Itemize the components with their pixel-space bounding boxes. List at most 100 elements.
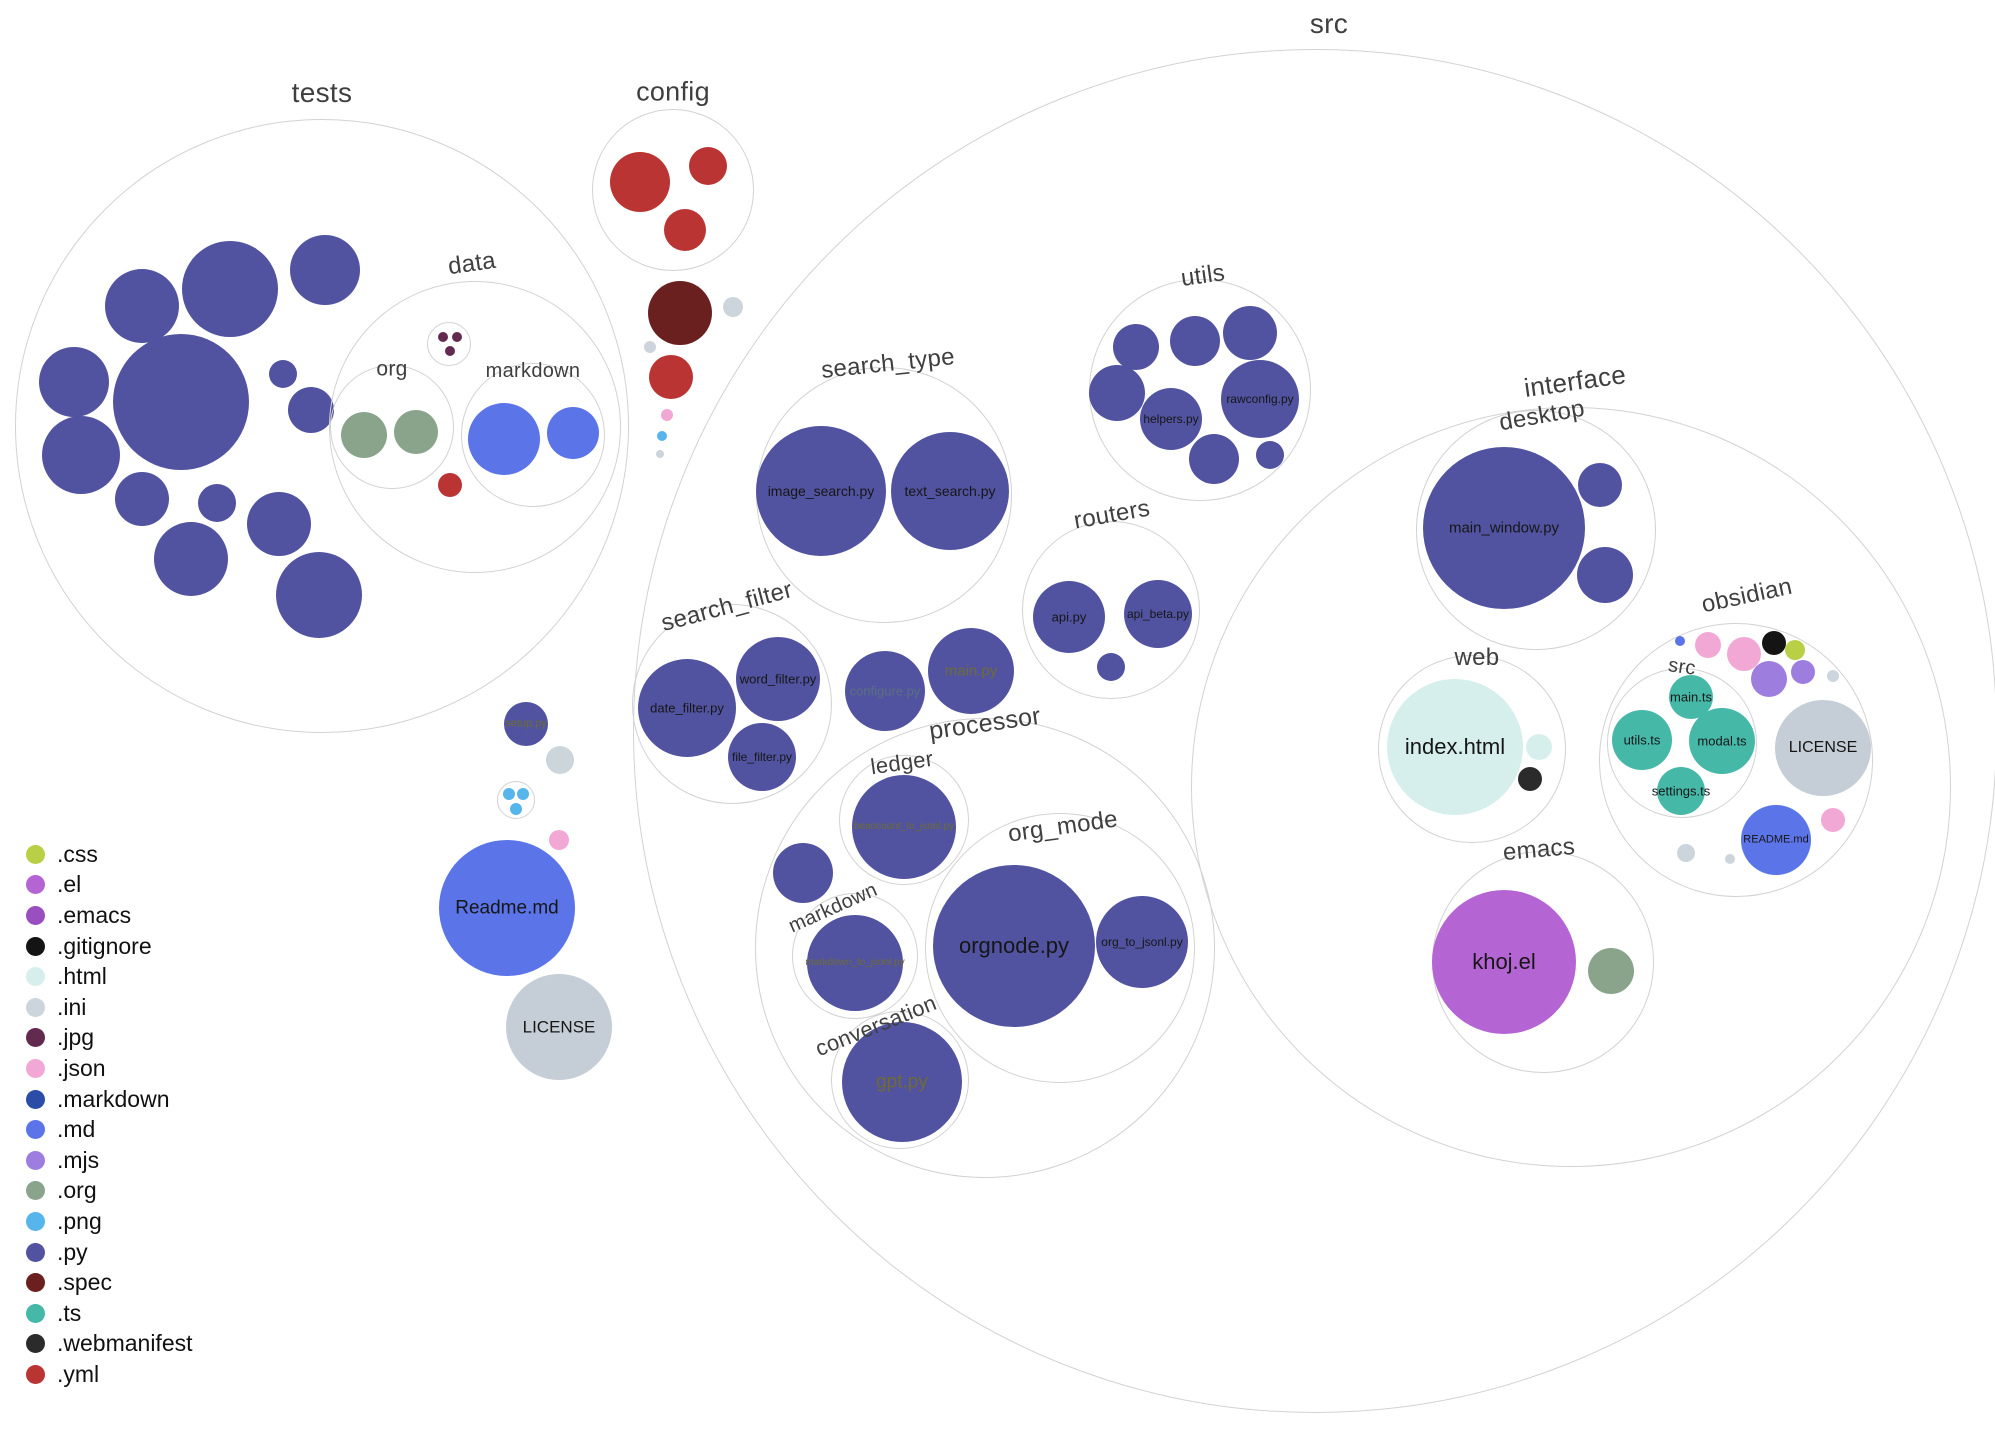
dir-obsidian-src[interactable] [1607, 668, 1757, 818]
jpg-file[interactable] [445, 346, 455, 356]
md-file[interactable] [468, 403, 540, 475]
dir-tests-data[interactable] [329, 281, 621, 573]
org-file[interactable] [1588, 948, 1634, 994]
modal-ts-file[interactable] [1689, 708, 1755, 774]
dir-interface-obsidian[interactable] [1599, 623, 1873, 897]
obsidian-readme-md-file[interactable] [1741, 805, 1811, 875]
dir-tests-data-images[interactable] [427, 322, 471, 366]
json-file[interactable] [549, 830, 569, 850]
tests-py-file[interactable] [269, 360, 297, 388]
utils-py-file[interactable] [1089, 365, 1145, 421]
dir-processor-conversation[interactable] [831, 1011, 969, 1149]
dir-src-routers[interactable] [1022, 521, 1200, 699]
routers-py-file[interactable] [1097, 653, 1125, 681]
md-file[interactable] [547, 407, 599, 459]
webmanifest-file[interactable] [1518, 767, 1542, 791]
tests-py-file[interactable] [198, 484, 236, 522]
tests-py-file[interactable] [290, 235, 360, 305]
yml-file[interactable] [649, 355, 693, 399]
yml-file[interactable] [689, 147, 727, 185]
obsidian-license-file[interactable] [1775, 700, 1871, 796]
tests-py-file[interactable] [115, 472, 169, 526]
settings-ts-file[interactable] [1657, 767, 1705, 815]
png-file[interactable] [657, 431, 667, 441]
readme-md-file[interactable] [439, 840, 575, 976]
tests-py-file[interactable] [154, 522, 228, 596]
tests-py-file[interactable] [288, 387, 334, 433]
processor-py-file[interactable] [773, 843, 833, 903]
ini-file[interactable] [723, 297, 743, 317]
jpg-file[interactable] [438, 332, 448, 342]
dir-processor-org_mode[interactable] [925, 813, 1195, 1083]
tests-py-file[interactable] [182, 241, 278, 337]
dir-tests-data-org[interactable] [330, 365, 454, 489]
main-py-file[interactable] [928, 628, 1014, 714]
utils-ts-file[interactable] [1612, 710, 1672, 770]
desktop-py-file[interactable] [1577, 547, 1633, 603]
yml-file[interactable] [438, 473, 462, 497]
ini-file[interactable] [1827, 670, 1839, 682]
ini-file[interactable] [1677, 844, 1695, 862]
desktop-py-file[interactable] [1578, 463, 1622, 507]
tests-py-file[interactable] [247, 492, 311, 556]
mjs-file[interactable] [1791, 660, 1815, 684]
utils-py-file[interactable] [1223, 306, 1277, 360]
setup-py-file[interactable] [504, 702, 548, 746]
dir-src-search_filter[interactable] [632, 604, 832, 804]
api-beta-py-file[interactable] [1124, 580, 1192, 648]
md-file[interactable] [1675, 636, 1685, 646]
utils-py-file[interactable] [1189, 434, 1239, 484]
html-file[interactable] [1526, 734, 1552, 760]
png-file[interactable] [510, 803, 522, 815]
utils-py-file[interactable] [1256, 441, 1284, 469]
dir-src[interactable] [633, 49, 1995, 1413]
dir-tests-data-markdown[interactable] [461, 363, 605, 507]
gitignore-file[interactable] [1762, 631, 1786, 655]
utils-py-file[interactable] [1113, 324, 1159, 370]
tests-py-file[interactable] [39, 347, 109, 417]
dir-interface-desktop[interactable] [1416, 410, 1656, 650]
orgnode-py-file[interactable] [933, 865, 1095, 1027]
utils-py-file[interactable] [1170, 316, 1220, 366]
ini-file[interactable] [546, 746, 574, 774]
dir-src-interface[interactable] [1191, 407, 1951, 1167]
license-file[interactable] [506, 974, 612, 1080]
dir-processor-markdown[interactable] [792, 893, 918, 1019]
index-html-file[interactable] [1387, 679, 1523, 815]
tests-py-file[interactable] [113, 334, 249, 470]
text-search-py-file[interactable] [891, 432, 1009, 550]
jpg-file[interactable] [452, 332, 462, 342]
api-py-file[interactable] [1033, 581, 1105, 653]
tests-py-file[interactable] [105, 269, 179, 343]
spec-file[interactable] [648, 281, 712, 345]
date-filter-py-file[interactable] [638, 659, 736, 757]
org-file[interactable] [341, 412, 387, 458]
file-filter-py-file[interactable] [728, 723, 796, 791]
tests-py-file[interactable] [42, 416, 120, 494]
org-file[interactable] [394, 410, 438, 454]
dir-src-processor[interactable] [755, 718, 1215, 1178]
org-to-jsonl-py-file[interactable] [1096, 896, 1188, 988]
png-file[interactable] [517, 788, 529, 800]
json-file[interactable] [1695, 632, 1721, 658]
gpt-py-file[interactable] [842, 1022, 962, 1142]
dir-interface-web[interactable] [1378, 655, 1566, 843]
dir-root-images[interactable] [497, 781, 535, 819]
beancount-to-jsonl-py-file[interactable] [852, 775, 956, 879]
tests-py-file[interactable] [276, 552, 362, 638]
png-file[interactable] [503, 788, 515, 800]
markdown-to-jsonl-py-file[interactable] [807, 915, 903, 1011]
ini-file[interactable] [644, 341, 656, 353]
yml-file[interactable] [664, 209, 706, 251]
json-file[interactable] [1821, 808, 1845, 832]
css-file[interactable] [1785, 640, 1805, 660]
helpers-py-file[interactable] [1140, 388, 1202, 450]
yml-file[interactable] [610, 152, 670, 212]
configure-py-file[interactable] [845, 651, 925, 731]
rawconfig-py-file[interactable] [1221, 360, 1299, 438]
image-search-py-file[interactable] [756, 426, 886, 556]
khoj-el-file[interactable] [1432, 890, 1576, 1034]
main-window-py-file[interactable] [1423, 447, 1585, 609]
ini-file[interactable] [1725, 854, 1735, 864]
json-file[interactable] [661, 409, 673, 421]
